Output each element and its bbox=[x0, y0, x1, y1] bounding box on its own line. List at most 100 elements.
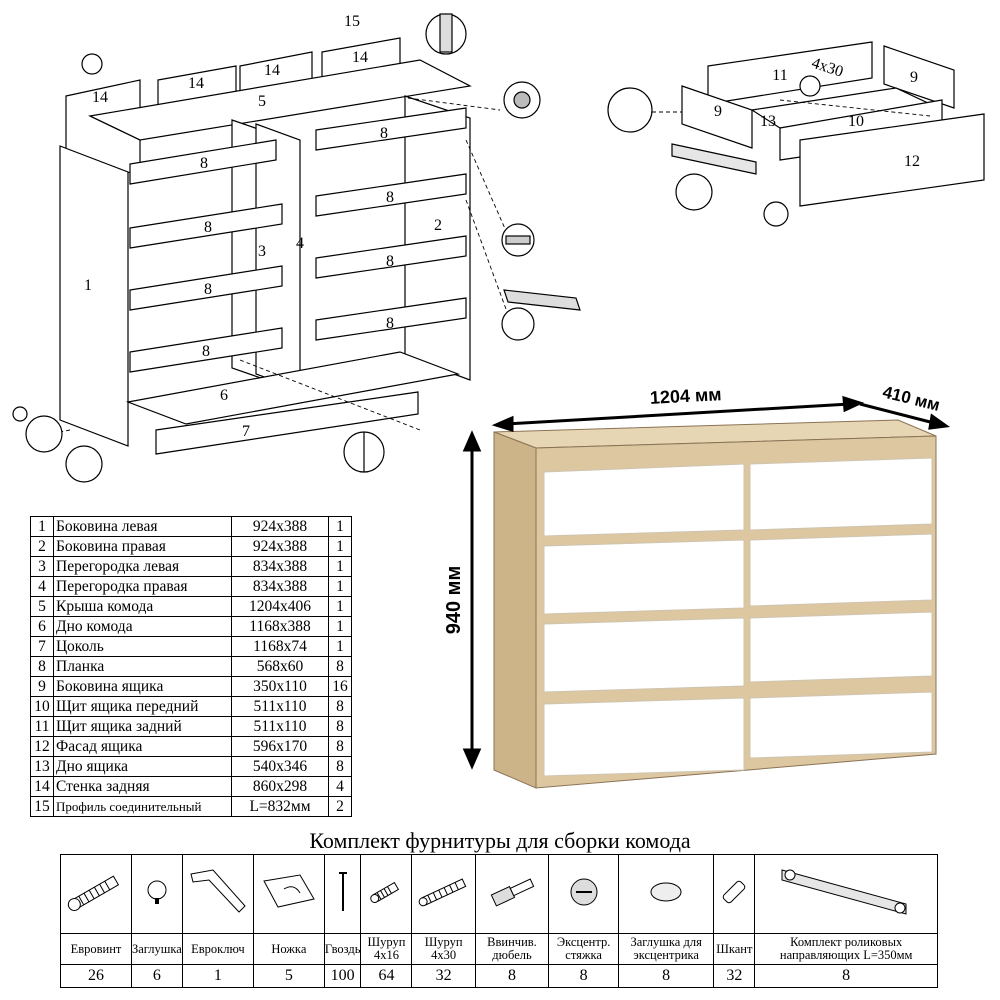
drawer-side-left bbox=[681, 85, 753, 149]
part-name: Дно ящика bbox=[53, 756, 232, 777]
euro-screw-icon bbox=[61, 875, 131, 920]
callout-2: 2 bbox=[434, 217, 442, 234]
hardware-name: Комплект роликовых направляющих L=350мм bbox=[754, 933, 938, 965]
callout-14d: 14 bbox=[352, 49, 368, 66]
left-side-panel bbox=[59, 145, 129, 447]
hardware-name: Шуруп 4х16 bbox=[360, 933, 413, 965]
part-number: 2 bbox=[30, 536, 54, 557]
part-number: 8 bbox=[30, 656, 54, 677]
hardware-name: Шкант bbox=[713, 933, 756, 965]
callout-8b: 8 bbox=[204, 219, 212, 236]
part-number: 10 bbox=[30, 696, 54, 717]
hardware-qty: 64 bbox=[360, 964, 413, 988]
part-name: Профиль соединительный bbox=[53, 796, 232, 817]
part-name: Боковина левая bbox=[53, 516, 232, 537]
hardware-qty: 100 bbox=[323, 964, 362, 988]
drawer-nail-callout-icon bbox=[763, 201, 789, 227]
part-number: 5 bbox=[30, 596, 54, 617]
callout-9b: 9 bbox=[910, 69, 918, 86]
part-name: Стенка задняя bbox=[53, 776, 232, 797]
hardware-name: Шуруп 4х30 bbox=[411, 933, 476, 965]
wood-dowel-icon bbox=[714, 880, 754, 915]
callout-1: 1 bbox=[84, 277, 92, 294]
bottom-panel bbox=[125, 351, 461, 425]
chest-left-side bbox=[493, 431, 537, 789]
hardware-icon-cell bbox=[548, 854, 620, 934]
hardware-icon-cell bbox=[618, 854, 715, 934]
euro-screw-callout-icon bbox=[25, 415, 63, 453]
part-name: Перегородка левая bbox=[53, 556, 232, 577]
part-number: 9 bbox=[30, 676, 54, 697]
part-qty: 1 bbox=[328, 596, 352, 617]
part-size: 1168x388 bbox=[231, 616, 329, 637]
part-name: Дно комода bbox=[53, 616, 232, 637]
hex-key-icon bbox=[183, 869, 253, 925]
part-size: 860x298 bbox=[231, 776, 329, 797]
callout-8g: 8 bbox=[386, 253, 394, 270]
hardware-qty: 32 bbox=[411, 964, 476, 988]
part-name: Планка bbox=[53, 656, 232, 677]
cap-icon bbox=[137, 880, 177, 915]
part-name: Перегородка правая bbox=[53, 576, 232, 597]
hardware-qty: 6 bbox=[131, 964, 183, 988]
finished-chest bbox=[493, 419, 937, 789]
callout-8h: 8 bbox=[386, 315, 394, 332]
callout-14b: 14 bbox=[188, 75, 204, 92]
hardware-name: Заглушка для эксцентрика bbox=[618, 933, 715, 965]
hardware-name: Ножка bbox=[252, 933, 325, 965]
part-size: 1168x74 bbox=[231, 636, 329, 657]
part-qty: 1 bbox=[328, 516, 352, 537]
part-qty: 1 bbox=[328, 576, 352, 597]
roller-guide-icon bbox=[776, 869, 916, 925]
slat-left-1 bbox=[129, 139, 277, 185]
part-name: Цоколь bbox=[53, 636, 232, 657]
screw-callout-icon bbox=[501, 307, 535, 341]
callout-8d: 8 bbox=[202, 343, 210, 360]
part-number: 7 bbox=[30, 636, 54, 657]
part-name: Крыша комода bbox=[53, 596, 232, 617]
part-size: L=832мм bbox=[231, 796, 329, 817]
part-qty: 8 bbox=[328, 736, 352, 757]
hardware-qty: 8 bbox=[474, 964, 550, 988]
part-name: Боковина ящика bbox=[53, 676, 232, 697]
hardware-icon-cell bbox=[181, 854, 254, 934]
foot-callout-icon bbox=[65, 445, 103, 483]
slat-right-2 bbox=[315, 173, 467, 217]
part-size: 511x110 bbox=[231, 696, 329, 717]
part-number: 6 bbox=[30, 616, 54, 637]
callout-14c: 14 bbox=[264, 62, 280, 79]
callout-11: 11 bbox=[772, 67, 787, 84]
callout-8a: 8 bbox=[200, 155, 208, 172]
part-number: 1 bbox=[30, 516, 54, 537]
part-qty: 1 bbox=[328, 536, 352, 557]
part-size: 1204x406 bbox=[231, 596, 329, 617]
dowel-screw-icon bbox=[482, 878, 542, 915]
part-qty: 4 bbox=[328, 776, 352, 797]
drawer-screw-callout-icon bbox=[607, 87, 653, 133]
screw-short-icon bbox=[366, 881, 406, 915]
drawer-cam-callout-icon bbox=[799, 75, 821, 97]
callout-8f: 8 bbox=[386, 189, 394, 206]
part-number: 3 bbox=[30, 556, 54, 577]
plinth bbox=[155, 391, 419, 455]
drawer-exploded-view bbox=[607, 41, 985, 227]
hardware-icon-cell bbox=[474, 854, 550, 934]
hardware-kit-title: Комплект фурнитуры для сборки комода bbox=[309, 828, 691, 853]
part-number: 15 bbox=[30, 796, 54, 817]
part-name: Боковина правая bbox=[53, 536, 232, 557]
slat-right-1 bbox=[315, 107, 467, 151]
slat-right-4 bbox=[315, 297, 467, 341]
drawer-short-screw-callout-icon bbox=[675, 173, 713, 211]
part-qty: 2 bbox=[328, 796, 352, 817]
drawer-back-panel bbox=[707, 41, 873, 105]
callout-10: 10 bbox=[848, 113, 864, 130]
